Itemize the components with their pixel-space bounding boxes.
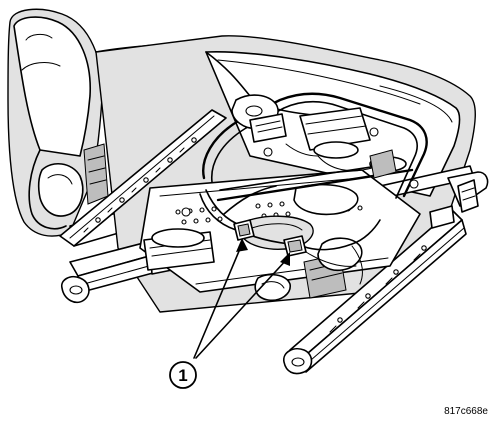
rear-mechanism xyxy=(285,107,407,179)
left-side-rail xyxy=(59,109,227,247)
callout-circle xyxy=(169,361,197,389)
pan-perforations xyxy=(175,195,363,225)
right-seat-track xyxy=(283,209,467,375)
callout-1: 1 xyxy=(169,361,197,389)
seat-wiring-connector-right xyxy=(283,235,307,257)
callout-leaders xyxy=(193,238,290,359)
figure-id: 817c668e xyxy=(444,406,488,417)
seat-back xyxy=(7,8,209,247)
callout-number: 1 xyxy=(178,366,187,385)
front-mechanism xyxy=(143,228,363,302)
seat-wiring-connector-left xyxy=(233,219,255,241)
rear-right-rail xyxy=(379,165,489,229)
